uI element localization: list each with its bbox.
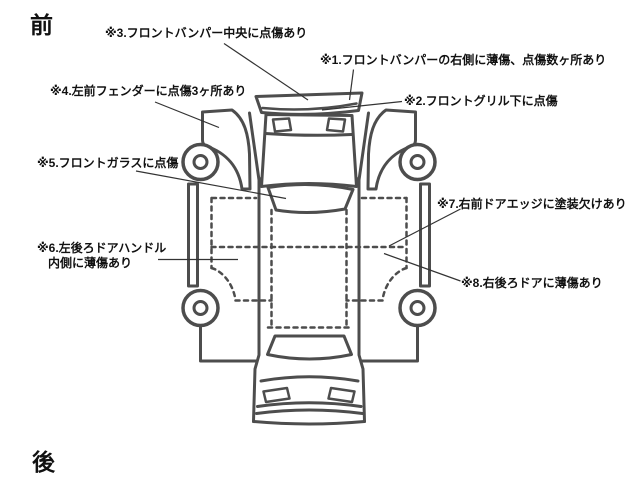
leader-line-8	[383, 252, 461, 282]
right-rear-quarter	[360, 325, 419, 363]
leader-lines	[135, 43, 461, 282]
right-front-wheel	[398, 142, 437, 182]
leader-line-3	[223, 43, 309, 101]
left-a-pillar-line	[248, 111, 261, 182]
left-rear-wheel	[181, 288, 220, 328]
right-rear-wheel	[398, 288, 437, 328]
damage-note-6-line-1: ※6.左後ろドアハンドル	[37, 241, 167, 255]
front-orientation-label: 前	[30, 12, 53, 38]
right-side-sill	[419, 182, 431, 288]
damage-note-5: ※5.フロントガラスに点傷	[37, 156, 179, 170]
right-body-side	[357, 176, 366, 423]
left-headlight	[271, 117, 293, 133]
damage-note-1: ※1.フロントバンパーの右側に薄傷、点傷数ヶ所あり	[320, 53, 607, 67]
leader-line-5	[135, 170, 287, 200]
left-rear-quarter	[199, 325, 258, 363]
headlight-band-line	[264, 132, 353, 137]
right-headlight	[325, 117, 347, 133]
damage-note-8: ※8.右後ろドアに薄傷あり	[461, 276, 603, 290]
rear-window	[266, 334, 353, 361]
leader-line-2	[321, 100, 403, 111]
left-body-side	[252, 176, 261, 423]
front-bumper-crease	[261, 102, 358, 111]
rear-bumper-line-2	[255, 408, 364, 415]
rear-bumper-bottom	[252, 420, 366, 426]
damage-note-2: ※2.フロントグリル下に点傷	[404, 94, 558, 108]
damage-note-3: ※3.フロントバンパー中央に点傷あり	[105, 26, 308, 40]
damage-note-7: ※7.右前ドアエッジに塗装欠けあり	[437, 197, 627, 211]
left-side-sill	[187, 182, 199, 288]
damage-note-4: ※4.左前フェンダーに点傷3ヶ所あり	[50, 84, 247, 98]
left-tail-light	[262, 386, 291, 404]
door-outlines-dashed	[210, 196, 408, 329]
trunk-crease	[259, 375, 360, 383]
front-bumper	[254, 91, 364, 116]
car-top-view	[181, 91, 437, 426]
left-front-wheel	[181, 142, 220, 182]
right-tail-light	[327, 386, 356, 404]
damage-note-6: ※6.左後ろドアハンドル 内側に薄傷あり	[37, 241, 166, 271]
right-a-pillar-line	[357, 111, 370, 182]
leader-line-1	[348, 69, 355, 101]
rear-orientation-label: 後	[32, 449, 55, 475]
rear-bumper-line-1	[256, 401, 363, 408]
windshield	[266, 182, 355, 215]
leader-line-7	[388, 208, 461, 247]
damage-note-6-line-2: 内側に薄傷あり	[48, 256, 133, 270]
leader-line-4	[154, 101, 220, 129]
